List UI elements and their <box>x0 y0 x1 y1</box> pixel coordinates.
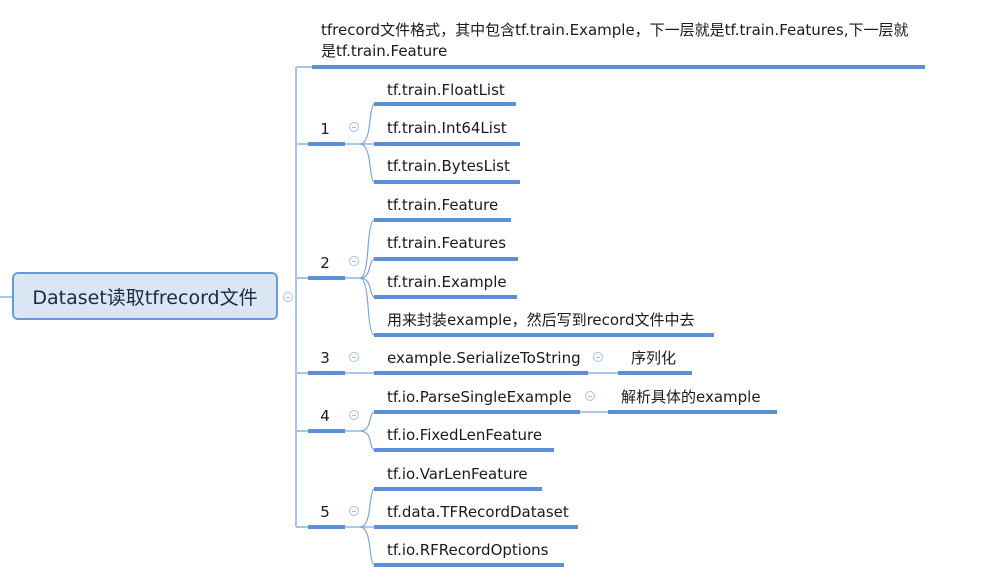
node-parse-desc[interactable]: 解析具体的example <box>621 388 761 406</box>
node-underline <box>618 371 692 375</box>
node-underline <box>374 487 542 491</box>
node-fixed-len-feature[interactable]: tf.io.FixedLenFeature <box>387 426 543 444</box>
node-underline <box>374 563 564 567</box>
collapse-group-3-icon[interactable] <box>349 352 359 362</box>
node-underline <box>374 180 520 184</box>
node-underline <box>608 410 777 414</box>
collapse-group-1-icon[interactable] <box>349 122 359 132</box>
group-2-number[interactable]: 2 <box>320 254 330 272</box>
node-feature[interactable]: tf.train.Feature <box>387 196 499 214</box>
node-serialize-desc[interactable]: 序列化 <box>631 349 677 367</box>
note-underline <box>312 65 925 69</box>
node-floatlist[interactable]: tf.train.FloatList <box>387 81 505 99</box>
root-label: Dataset读取tfrecord文件 <box>32 286 258 309</box>
node-byteslist[interactable]: tf.train.BytesList <box>387 157 510 175</box>
node-serialize-to-string[interactable]: example.SerializeToString <box>387 349 581 367</box>
collapse-parse-icon[interactable] <box>585 391 595 401</box>
collapse-group-4-icon[interactable] <box>349 410 359 420</box>
node-underline <box>374 102 516 106</box>
node-underline <box>374 257 518 261</box>
collapse-group-5-icon[interactable] <box>349 506 359 516</box>
root-node[interactable]: Dataset读取tfrecord文件 <box>12 272 278 320</box>
collapse-root-icon[interactable] <box>283 292 293 302</box>
node-underline <box>374 333 714 337</box>
group-5-number[interactable]: 5 <box>320 503 330 521</box>
node-underline <box>374 371 588 375</box>
group-1-underline <box>308 142 345 146</box>
node-int64list[interactable]: tf.train.Int64List <box>387 119 507 137</box>
node-features[interactable]: tf.train.Features <box>387 234 507 252</box>
group-4-number[interactable]: 4 <box>320 407 330 425</box>
note-topic[interactable]: tfrecord文件格式，其中包含tf.train.Example，下一层就是t… <box>321 21 909 60</box>
node-underline <box>374 448 554 452</box>
group-5-underline <box>308 525 345 529</box>
group-1-number[interactable]: 1 <box>320 120 330 138</box>
node-example[interactable]: tf.train.Example <box>387 273 507 291</box>
group-3-underline <box>308 371 345 375</box>
node-underline <box>374 295 517 299</box>
node-record-options[interactable]: tf.io.RFRecordOptions <box>387 541 549 559</box>
node-underline <box>374 218 511 222</box>
node-tfrecord-dataset[interactable]: tf.data.TFRecordDataset <box>387 503 569 521</box>
node-wrap-example-note[interactable]: 用来封装example，然后写到record文件中去 <box>387 311 695 329</box>
group-4-underline <box>308 429 345 433</box>
collapse-group-2-icon[interactable] <box>349 256 359 266</box>
group-3-number[interactable]: 3 <box>320 349 330 367</box>
node-underline <box>374 410 580 414</box>
group-2-underline <box>308 276 345 280</box>
node-underline <box>374 142 520 146</box>
node-parse-single-example[interactable]: tf.io.ParseSingleExample <box>387 388 572 406</box>
node-underline <box>374 525 578 529</box>
node-var-len-feature[interactable]: tf.io.VarLenFeature <box>387 465 528 483</box>
collapse-serialize-icon[interactable] <box>593 352 603 362</box>
